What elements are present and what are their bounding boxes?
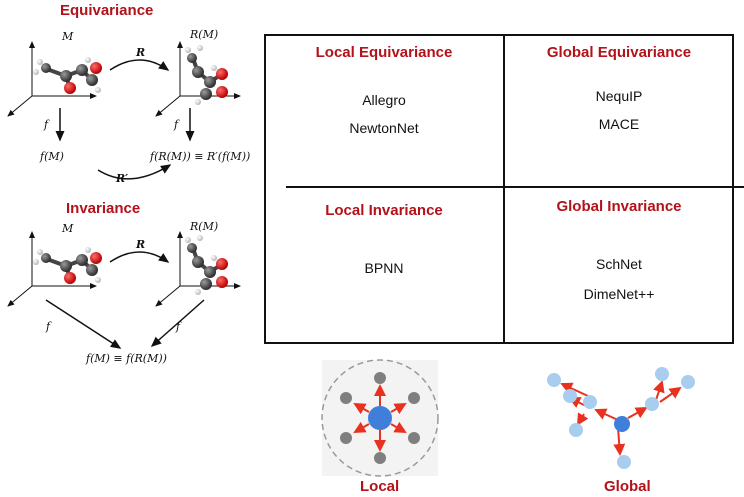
label-rm-inv: R(M) [190,220,219,233]
molecule-rm [185,45,228,105]
model-schnet: SchNet [596,256,642,272]
axes-molecule-m [7,41,97,117]
model-nequip: NequIP [595,88,643,104]
classification-grid [264,34,744,344]
model-newtonnet: NewtonNet [349,120,419,136]
label-m-eq: M [62,30,74,43]
invariance-title: Invariance [66,200,141,217]
label-f1-eq: f [44,118,49,131]
label-rm-eq: R(M) [190,28,219,41]
local-equivariance-title: Local Equivariance [315,44,453,61]
rotation-arrow-eq [109,59,170,71]
label-f1-inv: f [46,320,51,333]
local-label: Local [360,478,400,495]
cutoff-radius [321,359,439,477]
equivariance-title: Equivariance [60,2,154,19]
local-invariance-title: Local Invariance [325,202,443,219]
model-mace: MACE [598,116,640,132]
local-graph [321,359,439,477]
model-bpnn: BPNN [364,260,404,276]
label-f2-inv: f [176,320,181,333]
global-label: Global [604,478,651,495]
axes-inv-molecule-m [7,231,97,307]
center-atom [368,406,392,430]
label-equation-inv: f(M) ≡ f(R(M)) [86,352,167,365]
global-center-atom [614,416,630,432]
global-equivariance-title: Global Equivariance [546,44,692,61]
label-r-eq: R [136,46,146,59]
label-equation-eq: f(R(M)) ≡ R′(f(M)) [150,150,251,163]
neighborhood-graphs [321,359,695,477]
label-rprime: R′ [116,172,129,185]
global-graph [547,367,695,469]
label-f2-eq: f [174,118,179,131]
f-arrow-right-inv [150,299,205,347]
rotation-arrow-inv [109,251,170,263]
grid-vertical-divider [503,36,505,342]
label-r-inv: R [136,238,146,251]
molecule-m [33,57,102,94]
f-arrow-left-inv [45,299,122,349]
inv-molecule-m [33,247,102,284]
global-invariance-title: Global Invariance [556,198,682,215]
label-m-inv: M [62,222,74,235]
rprime-arrow [97,164,172,180]
model-allegro: Allegro [362,92,406,108]
symmetry-diagrams [7,41,241,349]
label-fm-eq: f(M) [40,150,64,163]
model-dimenet: DimeNet++ [583,286,655,302]
grid-horizontal-divider [286,186,744,188]
inv-molecule-rm [185,235,228,295]
